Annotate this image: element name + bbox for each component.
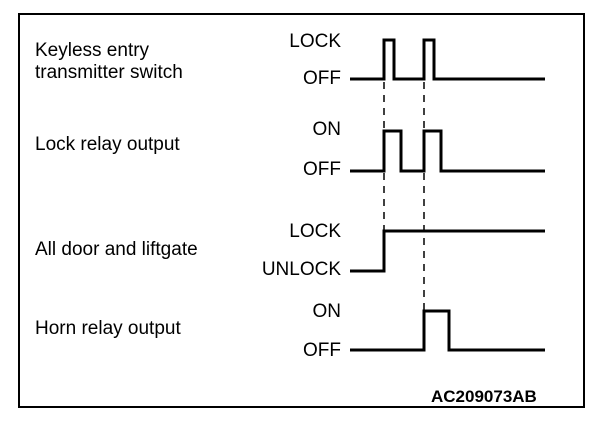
waveform-door-liftgate bbox=[350, 229, 545, 273]
waveform-horn-relay bbox=[350, 309, 545, 352]
signal-label-keyless-entry: Keyless entry transmitter switch bbox=[35, 40, 183, 84]
signal-label-horn-relay: Horn relay output bbox=[35, 318, 181, 340]
signal-label-line: All door and liftgate bbox=[35, 239, 198, 260]
signal-label-lock-relay: Lock relay output bbox=[35, 134, 180, 156]
state-label-high: LOCK bbox=[289, 221, 341, 242]
signal-label-line: Keyless entry bbox=[35, 40, 150, 61]
diagram-frame bbox=[18, 13, 585, 408]
signal-label-line: transmitter switch bbox=[35, 62, 183, 83]
state-label-low: OFF bbox=[303, 68, 341, 89]
state-label-high: ON bbox=[312, 119, 342, 140]
signal-label-door-liftgate: All door and liftgate bbox=[35, 239, 198, 261]
signal-label-line: Lock relay output bbox=[35, 134, 180, 155]
state-label-low: OFF bbox=[303, 340, 341, 361]
waveform-lock-relay bbox=[350, 129, 545, 173]
state-label-low: UNLOCK bbox=[261, 259, 341, 280]
state-label-high: LOCK bbox=[289, 31, 341, 52]
state-label-low: OFF bbox=[303, 159, 341, 180]
figure-code: AC209073AB bbox=[431, 387, 537, 406]
waveform-keyless-entry bbox=[350, 38, 545, 81]
signal-label-line: Horn relay output bbox=[35, 318, 181, 339]
state-label-high: ON bbox=[312, 301, 342, 322]
